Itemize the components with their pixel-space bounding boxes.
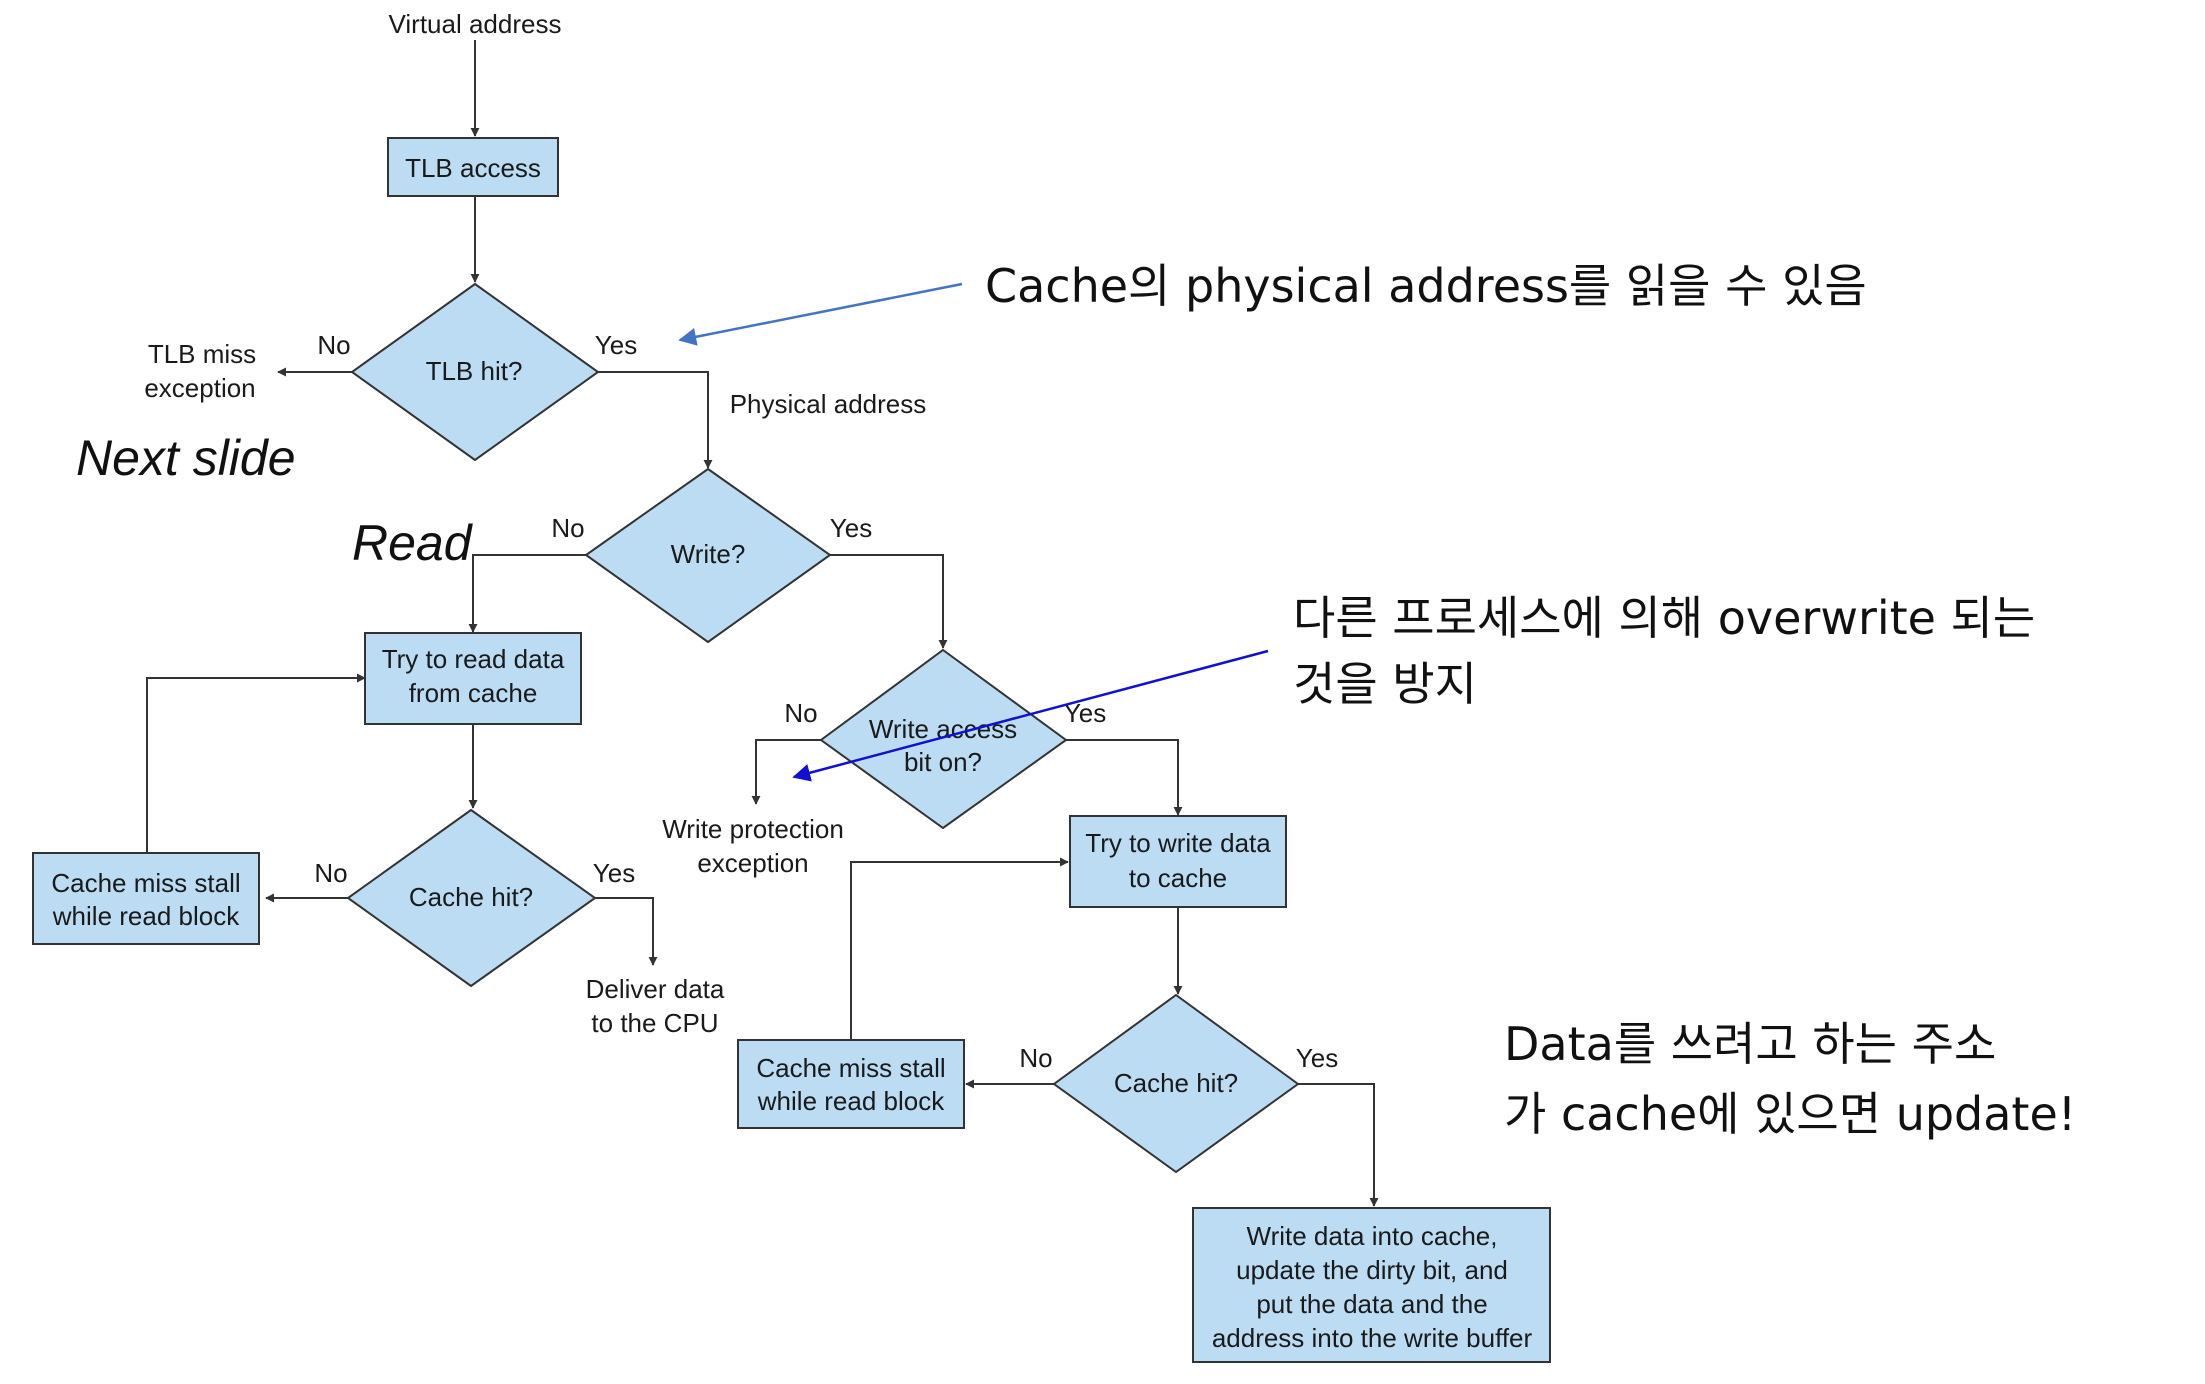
write-q-label: Write? bbox=[671, 539, 746, 569]
try-write-box bbox=[1069, 815, 1287, 908]
physical-note-arrow bbox=[678, 282, 963, 346]
try-write-label-1: Try to write data bbox=[1085, 828, 1271, 858]
read-miss-stall-label-1: Cache miss stall bbox=[51, 868, 240, 898]
edge-write-yes bbox=[830, 554, 948, 649]
edge-writehit-yes bbox=[1298, 1083, 1379, 1207]
write-no-label: No bbox=[551, 513, 584, 543]
tlb-hit-label: TLB hit? bbox=[426, 356, 523, 386]
edge-write-no bbox=[468, 554, 586, 633]
write-access-diamond bbox=[819, 648, 1068, 830]
access-no-label: No bbox=[784, 698, 817, 728]
write-access-label-1: Write access bbox=[869, 714, 1017, 744]
edge-access-no bbox=[751, 739, 821, 805]
write-into-label-3: put the data and the bbox=[1256, 1289, 1487, 1319]
write-miss-stall-label-2: while read block bbox=[757, 1086, 945, 1116]
write-access-label-2: bit on? bbox=[904, 747, 982, 777]
write-miss-stall-label-1: Cache miss stall bbox=[756, 1053, 945, 1083]
try-read-box bbox=[364, 632, 582, 725]
readhit-yes-label: Yes bbox=[593, 858, 635, 888]
edge-writestall-loop bbox=[850, 857, 1069, 1040]
try-read-label-1: Try to read data bbox=[382, 644, 565, 674]
node-labels: Virtual address TLB access TLB hit? TLB … bbox=[51, 9, 1532, 1353]
overwrite-note-line-1: 다른 프로세스에 의해 overwrite 되는 bbox=[1293, 591, 2035, 645]
read-annotation: Read bbox=[352, 515, 474, 571]
overwrite-note-arrow bbox=[792, 649, 1269, 782]
tlb-no-label: No bbox=[317, 330, 350, 360]
connectors bbox=[146, 40, 1379, 1207]
physical-address-label: Physical address bbox=[730, 389, 927, 419]
update-note-line-1: Data를 쓰려고 하는 주소 bbox=[1504, 1017, 1996, 1071]
annotations: Next slide Read Cache의 physical address를… bbox=[76, 259, 2076, 1141]
write-into-label-1: Write data into cache, bbox=[1247, 1221, 1498, 1251]
cache-hit-write-label: Cache hit? bbox=[1114, 1068, 1238, 1098]
try-read-label-2: from cache bbox=[409, 678, 538, 708]
tlb-yes-label: Yes bbox=[595, 330, 637, 360]
write-diamond bbox=[584, 467, 832, 644]
tlb-access-box bbox=[387, 137, 559, 197]
write-protection-label-2: exception bbox=[697, 848, 808, 878]
edge-labels: No Yes No Yes No Yes No Yes No Yes bbox=[314, 330, 1338, 1073]
overwrite-note-line-2: 것을 방지 bbox=[1293, 657, 1477, 711]
try-write-label-2: to cache bbox=[1129, 863, 1227, 893]
edge-readstall-loop bbox=[146, 673, 366, 852]
tlb-access-label: TLB access bbox=[405, 153, 541, 183]
update-note-line-2: 가 cache에 있으면 update! bbox=[1504, 1087, 2076, 1141]
tlb-miss-exception-label: exception bbox=[144, 373, 255, 403]
edge-tlbhit-yes bbox=[598, 371, 713, 469]
tlb-miss-label: TLB miss bbox=[148, 339, 256, 369]
tlb-hit-diamond bbox=[350, 282, 600, 462]
readhit-no-label: No bbox=[314, 858, 347, 888]
write-protection-label-1: Write protection bbox=[662, 814, 844, 844]
read-miss-stall-box bbox=[32, 852, 260, 945]
cache-hit-read-label: Cache hit? bbox=[409, 882, 533, 912]
write-into-label-2: update the dirty bit, and bbox=[1236, 1255, 1508, 1285]
edge-access-yes bbox=[1066, 739, 1183, 816]
next-slide-annotation: Next slide bbox=[76, 430, 296, 486]
deliver-label-1: Deliver data bbox=[586, 974, 725, 1004]
edge-readhit-yes bbox=[595, 897, 658, 966]
decisions bbox=[346, 282, 1300, 1174]
writehit-no-label: No bbox=[1019, 1043, 1052, 1073]
write-into-cache-box bbox=[1192, 1207, 1551, 1363]
cache-hit-write-diamond bbox=[1052, 993, 1300, 1174]
boxes bbox=[32, 137, 1551, 1363]
cache-hit-read-diamond bbox=[346, 808, 597, 988]
write-yes-label: Yes bbox=[830, 513, 872, 543]
deliver-label-2: to the CPU bbox=[591, 1008, 718, 1038]
write-into-label-4: address into the write buffer bbox=[1212, 1323, 1533, 1353]
physical-address-note: Cache의 physical address를 읽을 수 있음 bbox=[985, 259, 1867, 313]
writehit-yes-label: Yes bbox=[1296, 1043, 1338, 1073]
virtual-address-label: Virtual address bbox=[389, 9, 562, 39]
write-miss-stall-box bbox=[737, 1039, 965, 1129]
read-miss-stall-label-2: while read block bbox=[52, 901, 240, 931]
